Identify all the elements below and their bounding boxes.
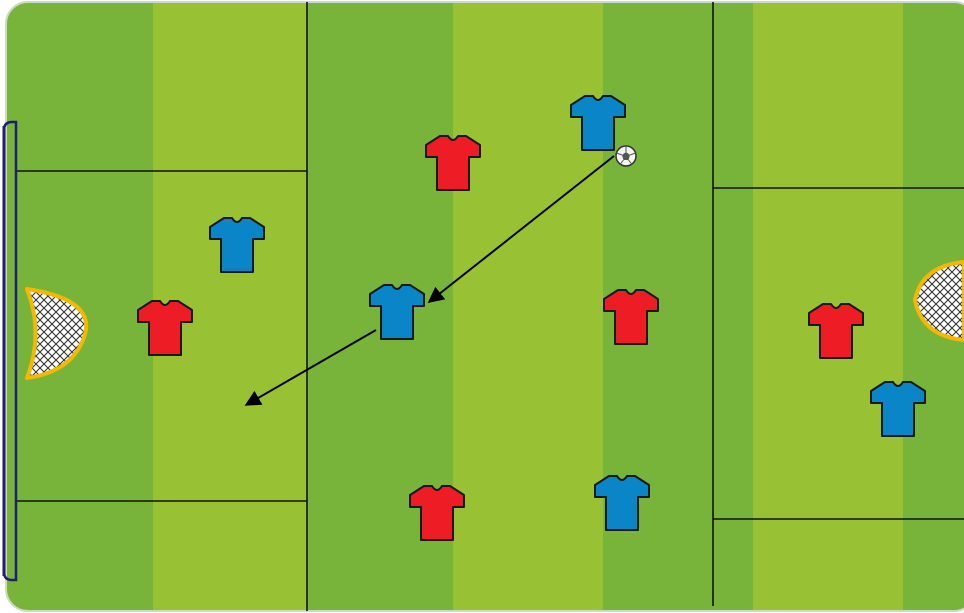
soccer-ball-icon <box>616 146 636 166</box>
pitch-stripe <box>453 0 603 613</box>
